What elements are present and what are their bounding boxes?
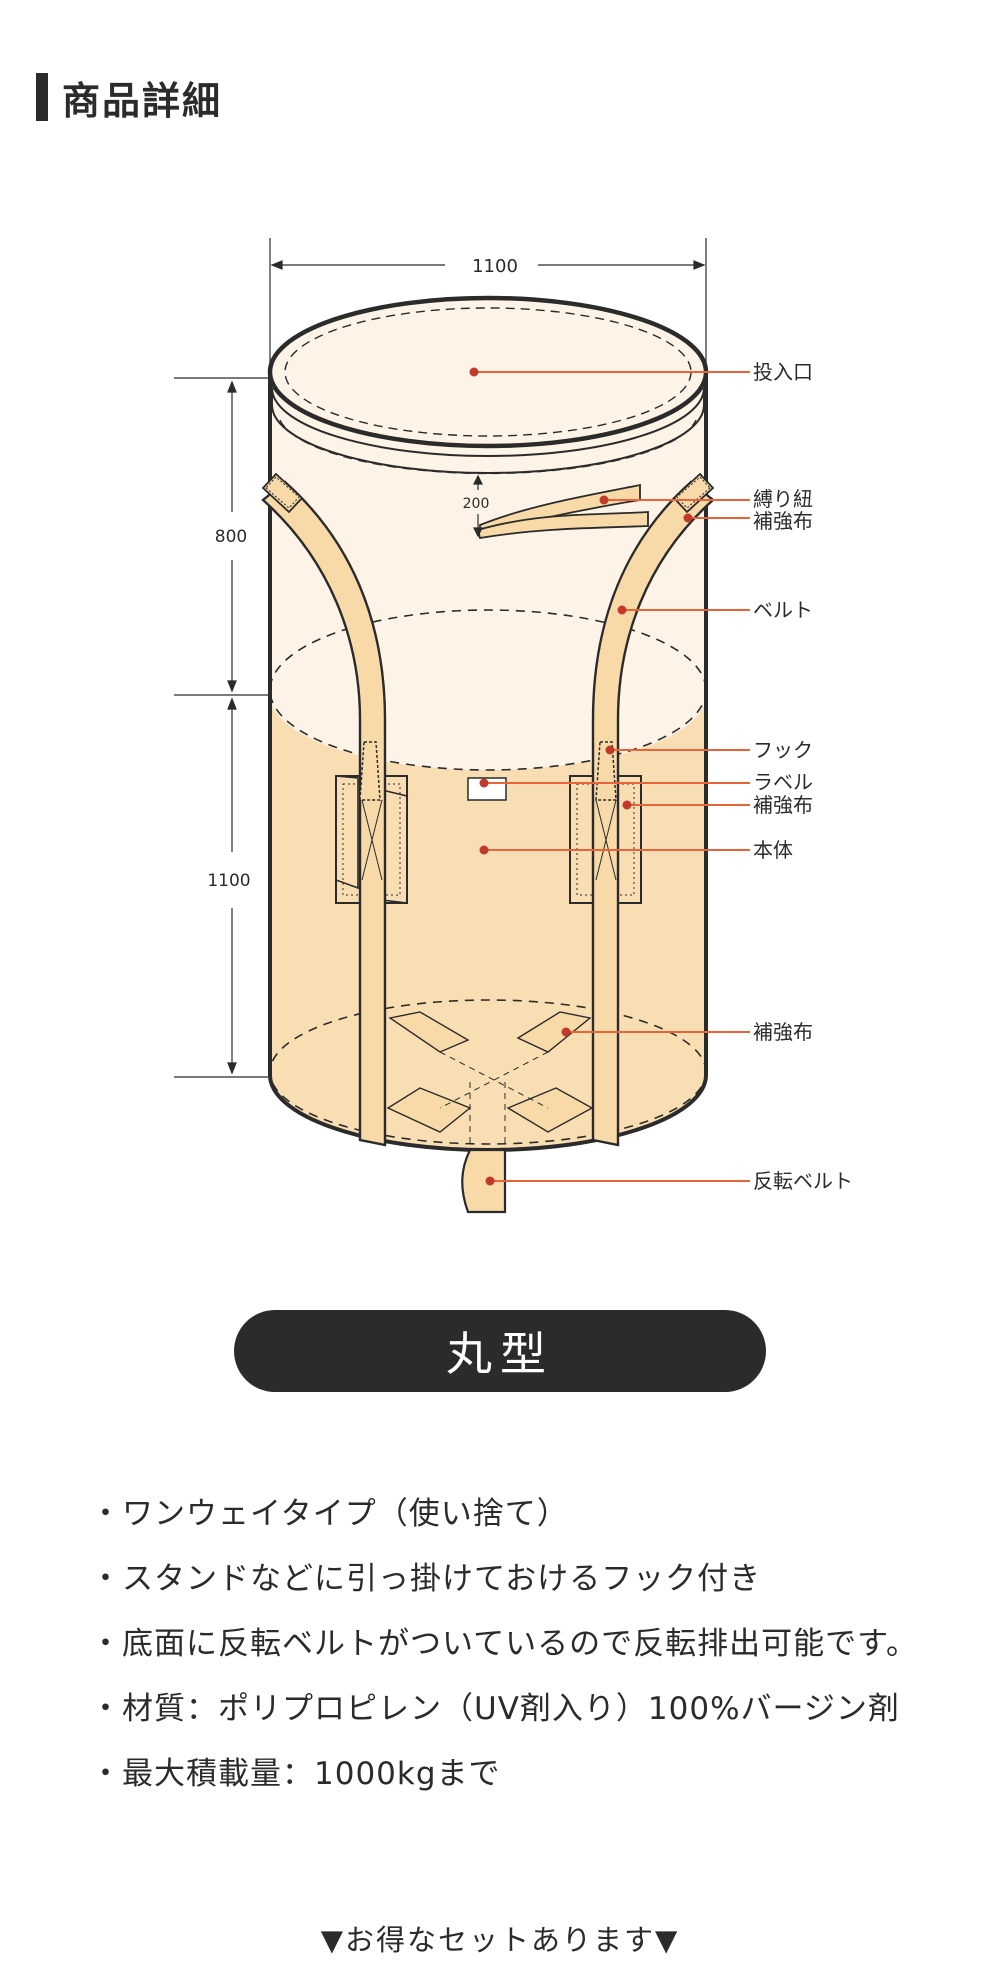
belt-top-patch-left [261,472,304,514]
callout-dots [469,367,693,1186]
hook-left [359,741,381,801]
top-collar-band [271,387,705,474]
heading-accent-bar [36,73,48,121]
feature-item: 最大積載量：1000kgまで [90,1748,918,1813]
callout-hook: フック [753,738,813,762]
callout-lines [474,371,750,1182]
callout-tie-string: 縛り紐 [753,487,813,511]
feature-list: ワンウェイタイプ（使い捨て） スタンドなどに引っ掛けておけるフック付き 底面に反… [90,1488,918,1813]
discharge-belt [461,1148,507,1214]
section-heading: 商品詳細 [36,72,223,123]
tie-string-2 [476,511,649,540]
bag-diagram: 1100 800 1100 200 投入口 縛り紐 補強布 ベルト フック ラベ… [174,238,853,1214]
dim-lower-height-label: 1100 [207,871,250,891]
shape-badge: 丸型 [234,1310,766,1392]
dim-upper-height-label: 800 [215,527,247,547]
belt-left [261,480,387,1147]
feature-item: スタンドなどに引っ掛けておけるフック付き [90,1553,918,1618]
callout-label: ラベル [753,770,813,794]
page-title: 商品詳細 [62,78,223,123]
feature-item: 材質：ポリプロピレン（UV剤入り）100%バージン剤 [90,1683,918,1748]
shape-badge-label: 丸型 [446,1327,554,1381]
belt-top-patch-right [672,472,715,514]
feature-item: 底面に反転ベルトがついているので反転排出可能です。 [90,1618,918,1683]
dimension-lines [174,238,707,1078]
callout-discharge-belt: 反転ベルト [753,1169,853,1193]
callout-belt: ベルト [753,598,813,622]
callout-reinforcement-bottom: 補強布 [753,1020,813,1044]
callout-reinforcement-top: 補強布 [753,509,813,533]
callout-reinforcement-side: 補強布 [753,793,813,817]
feature-item: ワンウェイタイプ（使い捨て） [90,1488,918,1553]
dim-width-label: 1100 [472,256,518,277]
dim-tie-offset-label: 200 [463,496,490,512]
set-offer-note: ▼お得なセットあります▼ [320,1923,680,1957]
callout-inlet: 投入口 [753,360,813,384]
callout-body: 本体 [753,838,793,862]
belt-right [591,480,715,1147]
